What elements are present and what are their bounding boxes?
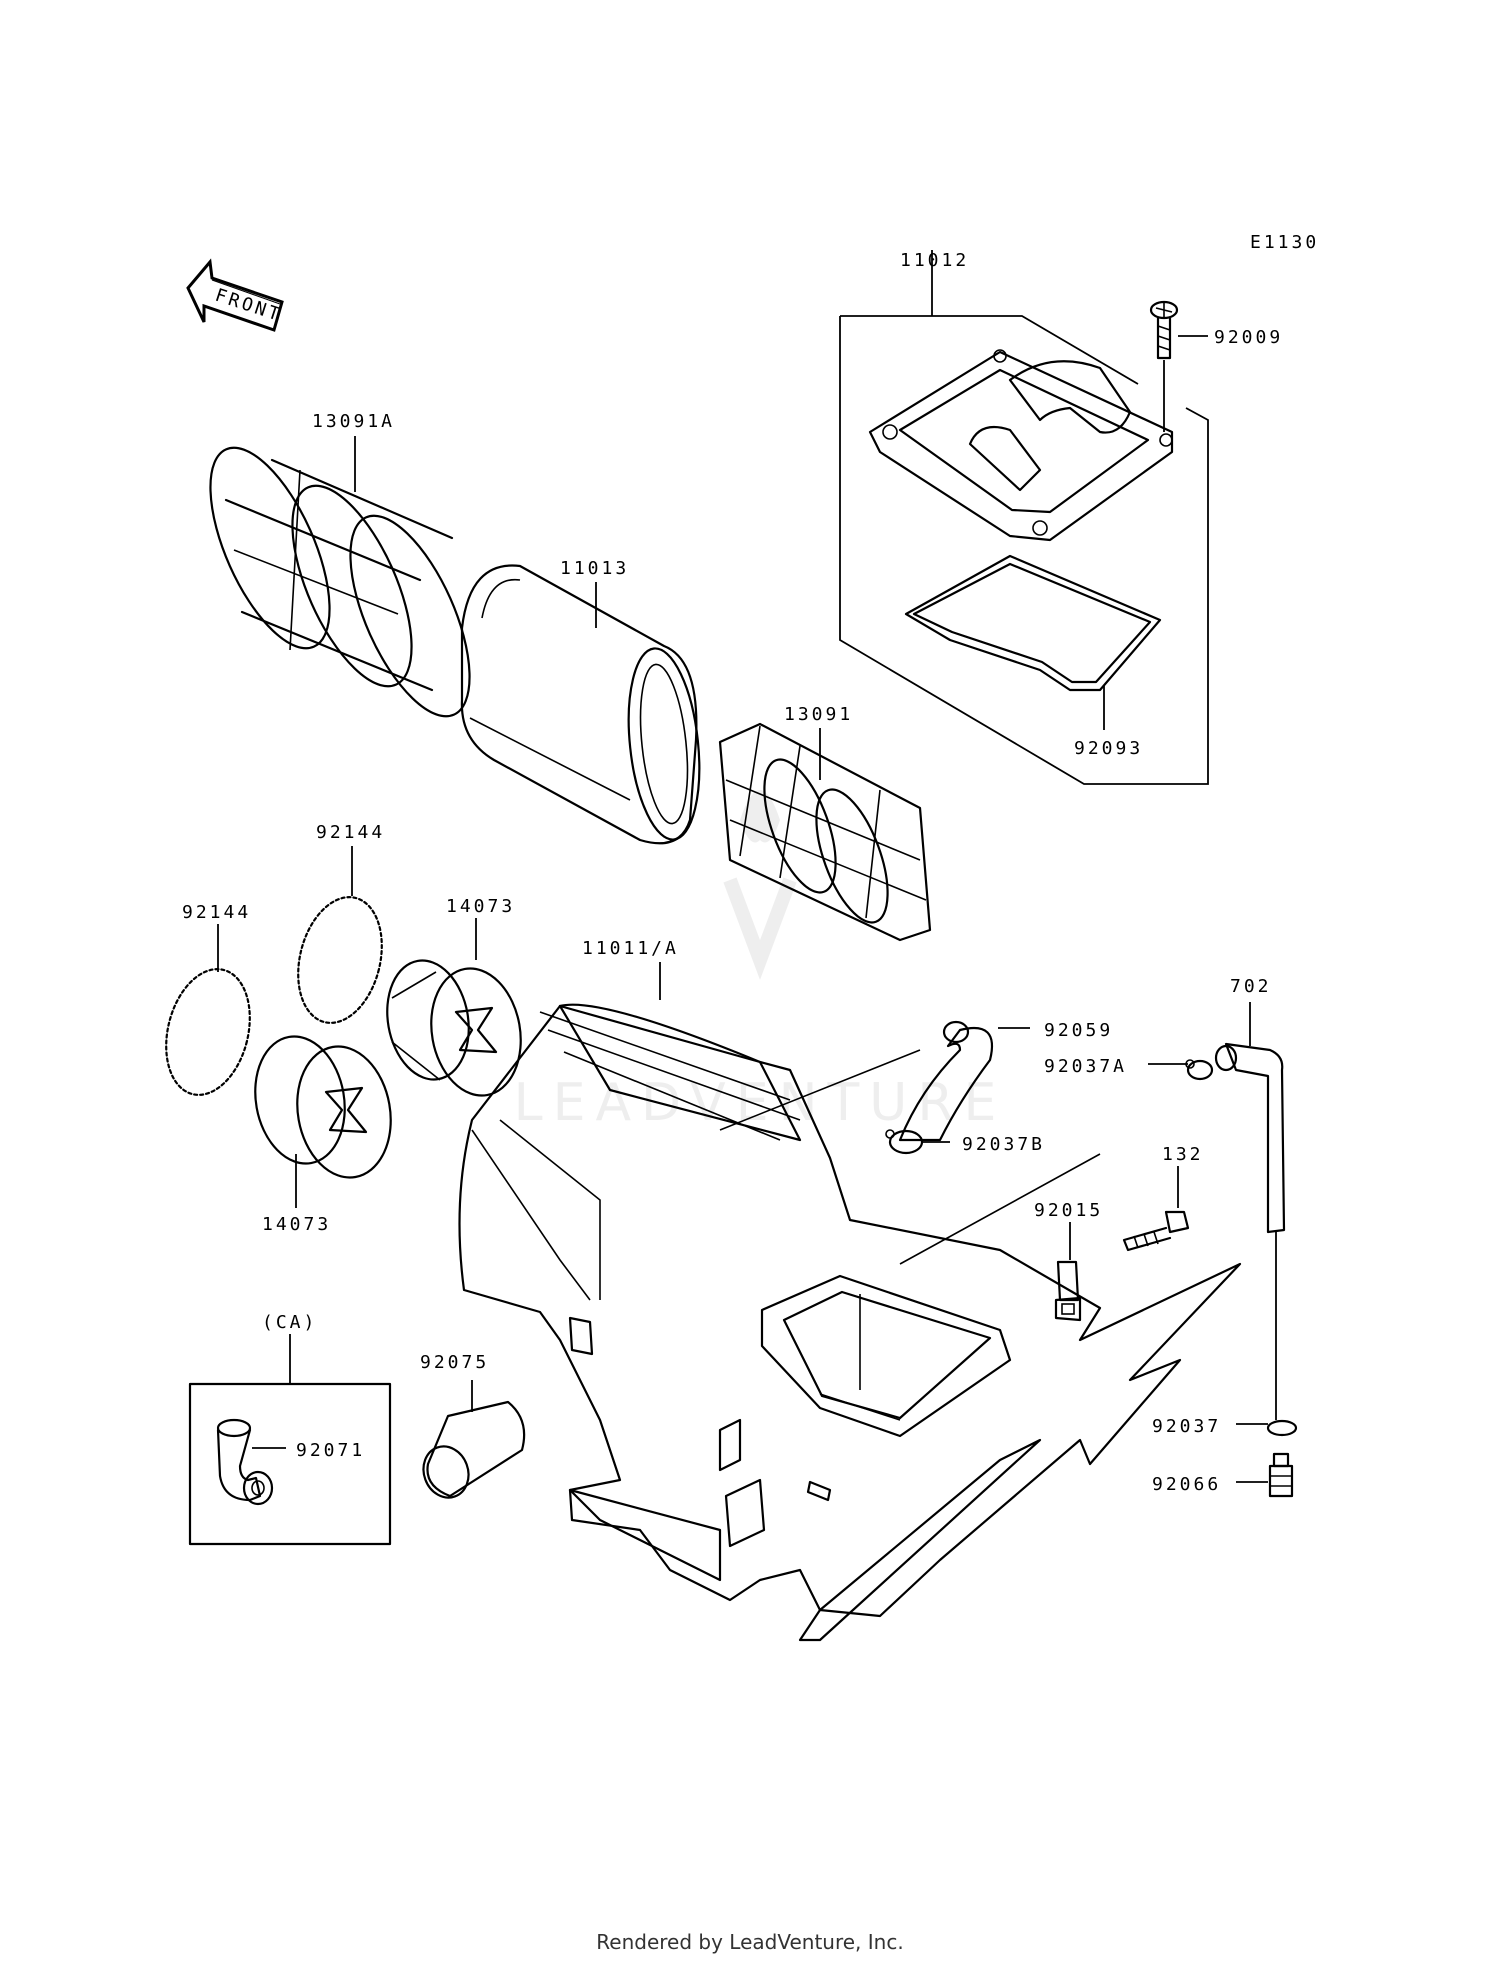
drain-hose-702-icon bbox=[1214, 1002, 1286, 1420]
cap-14073-upper-icon bbox=[386, 918, 522, 1097]
air-cleaner-cover-group bbox=[839, 250, 1209, 785]
part-label-92144-right: 92144 bbox=[316, 822, 385, 843]
watermark: LEADVENTURE bbox=[514, 790, 1007, 1133]
cap-14073-lower-icon bbox=[254, 1035, 392, 1208]
part-label-14073-upper: 14073 bbox=[446, 896, 515, 917]
air-cleaner-housing-icon bbox=[458, 962, 1242, 1642]
part-label-92015: 92015 bbox=[1034, 1200, 1103, 1221]
part-label-702: 702 bbox=[1230, 976, 1272, 997]
part-label-92037b: 92037B bbox=[962, 1134, 1045, 1155]
clamp-92037-icon bbox=[1236, 1419, 1298, 1437]
ca-inset-box: (CA) bbox=[188, 1312, 392, 1546]
part-label-11011a: 11011/A bbox=[582, 938, 679, 959]
element-cage-13091-icon bbox=[718, 722, 932, 942]
part-label-132: 132 bbox=[1162, 1144, 1204, 1165]
part-label-92066: 92066 bbox=[1152, 1474, 1221, 1495]
clip-92015-icon bbox=[1054, 1222, 1082, 1322]
part-label-92037: 92037 bbox=[1152, 1416, 1221, 1437]
part-label-92009: 92009 bbox=[1214, 327, 1283, 348]
part-label-92071: 92071 bbox=[296, 1440, 365, 1461]
screw-92009-icon bbox=[1149, 300, 1208, 432]
part-label-92037a: 92037A bbox=[1044, 1056, 1127, 1077]
oring-92144-right-icon bbox=[297, 846, 383, 1024]
inset-label-ca: (CA) bbox=[262, 1312, 317, 1333]
bolt-132-icon bbox=[1122, 1166, 1190, 1252]
part-label-92093: 92093 bbox=[1074, 738, 1143, 759]
element-cage-13091a-icon bbox=[209, 436, 471, 718]
air-filter-element-icon bbox=[460, 564, 701, 845]
oring-92144-left-icon bbox=[165, 924, 251, 1096]
front-arrow-icon: FRONT bbox=[186, 258, 285, 332]
part-label-13091a: 13091A bbox=[312, 411, 395, 432]
hose-92059-icon bbox=[898, 1020, 1030, 1142]
clamp-92037a-icon bbox=[1148, 1059, 1214, 1081]
plug-92066-icon bbox=[1236, 1452, 1294, 1498]
part-label-11012: 11012 bbox=[900, 250, 969, 271]
elbow-92071-icon bbox=[216, 1418, 274, 1506]
sleeve-92075-icon bbox=[422, 1380, 526, 1499]
part-label-92075: 92075 bbox=[420, 1352, 489, 1373]
part-label-92144-left: 92144 bbox=[182, 902, 251, 923]
part-label-14073-lower: 14073 bbox=[262, 1214, 331, 1235]
clamp-92037b-icon bbox=[885, 1129, 950, 1155]
diagram-code: E1130 bbox=[1250, 232, 1319, 253]
watermark-text: LEADVENTURE bbox=[514, 1073, 1007, 1133]
part-label-92059: 92059 bbox=[1044, 1020, 1113, 1041]
part-label-13091: 13091 bbox=[784, 704, 853, 725]
part-label-11013: 11013 bbox=[560, 558, 629, 579]
footer-credit: Rendered by LeadVenture, Inc. bbox=[596, 1930, 904, 1954]
